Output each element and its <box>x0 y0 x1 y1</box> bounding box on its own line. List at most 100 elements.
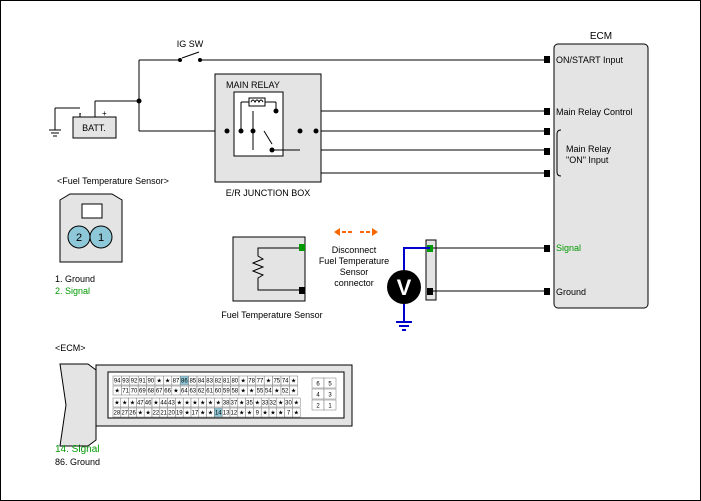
ecm-pin-label: ★ <box>216 400 221 407</box>
ecm-pin-label: ★ <box>200 410 205 417</box>
ecm-pin-label: ★ <box>241 378 246 385</box>
ecm-pin-label: 67 <box>156 389 163 395</box>
ecm-pin-label: ★ <box>208 410 213 417</box>
fuel-sensor-connector: <Fuel Temperature Sensor> 2 1 1. Ground … <box>55 176 169 296</box>
voltmeter-label: V <box>397 275 412 300</box>
ecm-pin-label: ★ <box>200 400 205 407</box>
ecm-pin-label: 30 <box>285 401 292 407</box>
ecm-legend-ground: 86. Ground <box>55 457 100 467</box>
ecm-pin-label: 1 <box>328 404 332 410</box>
ecm-pin-label: 75 <box>273 379 280 385</box>
ecm-pin-label: 2 <box>316 404 320 410</box>
ecm-pin-label: 78 <box>248 379 255 385</box>
probe-positive-wire <box>403 247 430 270</box>
junction-dot-batt <box>136 98 142 104</box>
ecm-pin-label: 9 <box>256 411 260 417</box>
ecm-pin-label: ★ <box>130 400 135 407</box>
arrow-right-icon <box>372 228 378 236</box>
ecm-pin-label: 37 <box>231 401 238 407</box>
ecm-pin-label: 69 <box>139 389 146 395</box>
ecm-pin-label: 91 <box>139 379 146 385</box>
battery-plus-icon: + <box>102 109 107 118</box>
fuel-sensor-connector-title: <Fuel Temperature Sensor> <box>57 176 169 186</box>
ecm-pin-label: 61 <box>206 389 213 395</box>
ecm-pin-label: ★ <box>184 410 189 417</box>
ecm-pin-label: 63 <box>189 389 196 395</box>
ig-sw-contact-a <box>178 58 182 62</box>
ig-sw-label: IG SW <box>177 39 204 49</box>
ecm-pin-label: 20 <box>168 411 175 417</box>
ecm-pin-label: ★ <box>278 400 283 407</box>
ecm-pin-relay-on-1 <box>544 128 550 135</box>
fuel-sensor-component: Fuel Temperature Sensor <box>221 236 323 320</box>
ig-sw-contact-b <box>198 58 202 62</box>
ecm-pin-label: 19 <box>176 411 183 417</box>
ecm-pin-label: 68 <box>147 389 154 395</box>
ecm-label-relay-control: Main Relay Control <box>556 107 633 117</box>
main-relay-label: MAIN RELAY <box>226 80 280 90</box>
ecm-label-signal: Signal <box>556 243 581 253</box>
ecm-pin-cell <box>292 397 301 408</box>
ecm-pin-label: 12 <box>231 411 238 417</box>
fuel-sensor-label: Fuel Temperature Sensor <box>221 310 322 320</box>
ecm-pin-label: ★ <box>157 378 162 385</box>
ecm-pin-label: 43 <box>168 401 175 407</box>
ecm-pin-label: 47 <box>137 401 144 407</box>
ecm-pin-label: 85 <box>189 379 196 385</box>
ecm-pin-label: 84 <box>198 379 205 385</box>
ecm-pin-label: 64 <box>181 389 188 395</box>
ecm-pin-label: 46 <box>145 401 152 407</box>
ecm-label-relay-on-1: Main Relay <box>566 144 612 154</box>
ecm-pin-label: ★ <box>266 378 271 385</box>
ecm-pin-cell <box>323 388 337 400</box>
ecm-pin-label: 33 <box>262 401 269 407</box>
ecm-label-ground: Ground <box>556 287 586 297</box>
ecm-pin-label: ★ <box>262 410 267 417</box>
ecm-pin-label: 44 <box>160 401 167 407</box>
ecm-pin-label: ★ <box>173 388 178 395</box>
ecm-pin-label: 58 <box>231 389 238 395</box>
ecm-pin-label: 59 <box>223 389 230 395</box>
ecm-pin-label: 6 <box>316 382 320 388</box>
sensor-pin-ground <box>299 287 305 294</box>
ecm-pin-label: 82 <box>215 379 222 385</box>
ecm-pin-label: ★ <box>208 400 213 407</box>
ecm-pin-label: 81 <box>223 379 230 385</box>
ecm-pin-label: 77 <box>257 379 264 385</box>
ecm-pin-label: 90 <box>147 379 154 385</box>
connector-pin-2: 2 <box>76 232 82 244</box>
ecm-pin-label: 86 <box>181 379 188 385</box>
arrow-left-icon <box>334 228 340 236</box>
ecm-pin-label: ★ <box>278 410 283 417</box>
junction-box-label: E/R JUNCTION BOX <box>226 188 311 198</box>
ecm-box: ECM ON/START Input Main Relay Control Ma… <box>544 31 649 309</box>
ecm-pin-label: ★ <box>145 410 150 417</box>
ecm-label-on-start: ON/START Input <box>556 55 624 65</box>
ecm-pin-label: ★ <box>165 378 170 385</box>
disconnect-note: Disconnect Fuel Temperature Sensor conne… <box>319 228 389 288</box>
ecm-pin-label: ★ <box>241 388 246 395</box>
ecm-pin-label: ★ <box>270 410 275 417</box>
ecm-pin-label: 92 <box>131 379 138 385</box>
sensor-pin-signal <box>299 244 305 251</box>
ecm-pin-label: ★ <box>122 400 127 407</box>
ecm-pin-label: ★ <box>249 388 254 395</box>
disconnect-line-3: Sensor <box>340 267 369 277</box>
relay-on-bracket <box>556 129 562 177</box>
ecm-pin-label: 94 <box>114 379 121 385</box>
ecm-pin-cell <box>323 377 337 389</box>
ecm-pin-label: 28 <box>114 411 121 417</box>
ecm-connector-title: <ECM> <box>55 343 86 353</box>
connector-pin-1: 1 <box>98 232 104 244</box>
thermistor-icon <box>251 247 300 291</box>
ecm-pin-label: ★ <box>153 400 158 407</box>
ecm-pin-relay-control <box>544 108 550 115</box>
ecm-pin-cell <box>292 407 301 418</box>
ecm-pin-label: 17 <box>192 411 199 417</box>
ecm-pin-label: 7 <box>287 411 291 417</box>
ecm-pin-label: ★ <box>239 400 244 407</box>
ecm-label-relay-on-2: "ON" Input <box>566 155 609 165</box>
ecm-pin-label: 74 <box>282 379 289 385</box>
